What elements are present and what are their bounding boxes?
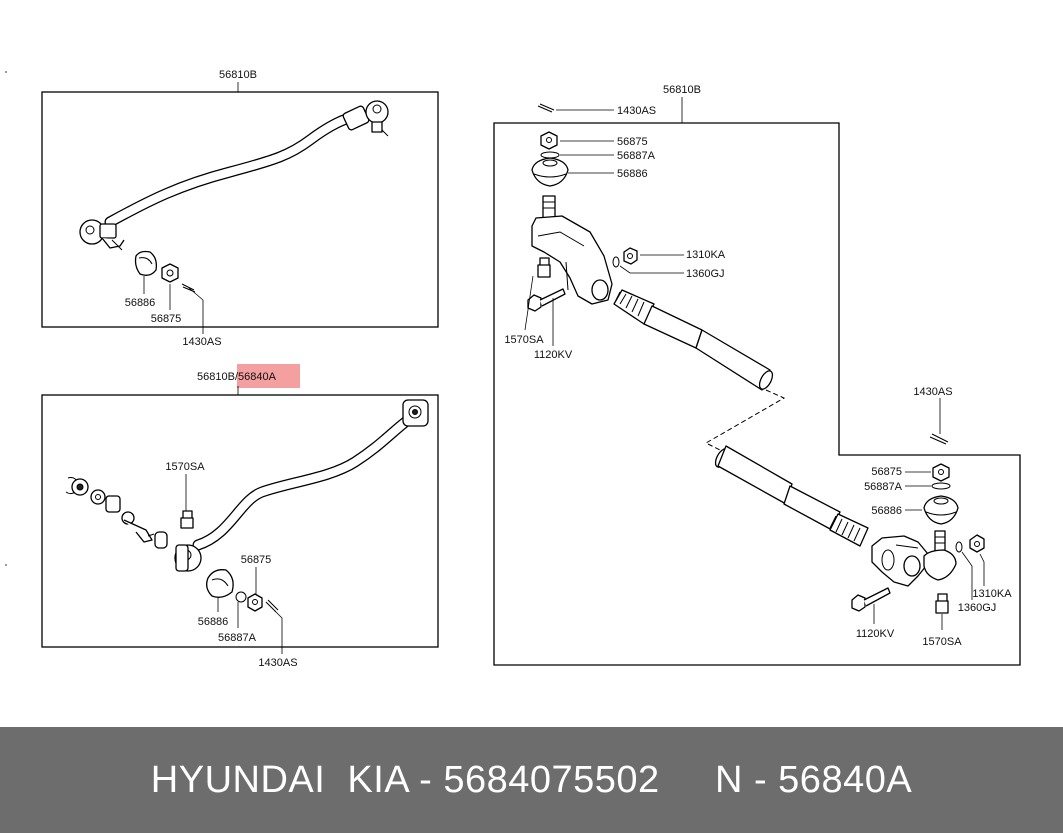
part-label-1430as-top: 1430AS (617, 105, 656, 117)
assembly-path (704, 389, 786, 453)
retaining-ring (931, 482, 951, 490)
part-label-1570sa-top: 1570SA (504, 334, 544, 346)
dust-boot (206, 569, 234, 598)
part-label-1120kv-top: 1120KV (534, 349, 573, 361)
castle-nut (932, 463, 950, 482)
socket-end-left (79, 219, 125, 251)
part-label-56886-bottom: 56886 (871, 505, 902, 517)
part-label-56887a-bottom: 56887A (864, 481, 903, 493)
bolt (851, 587, 891, 612)
part-label-56886: 56886 (125, 297, 156, 309)
panel-title: 56810B (663, 84, 701, 96)
drag-link-rod (192, 414, 414, 551)
part-label-1430as-bottom: 1430AS (913, 386, 952, 398)
leader-line (619, 265, 684, 274)
panel-frame (41, 91, 439, 328)
part-label-1360gj-bottom: 1360GJ (958, 602, 997, 614)
lock-washer (612, 256, 620, 268)
part-label-56875: 56875 (241, 554, 272, 566)
panel-title-highlight: /56840A (235, 371, 277, 383)
ball-stud (923, 530, 957, 581)
leader-line (188, 287, 204, 334)
grease-nipple (537, 257, 551, 278)
retaining-ring (540, 151, 560, 159)
part-label-1360gj-top: 1360GJ (686, 268, 725, 280)
grease-nipple (180, 510, 194, 529)
cotter-pin (537, 103, 555, 113)
part-label-1310ka-top: 1310KA (686, 249, 726, 261)
socket-end-left (174, 544, 202, 572)
retaining-ring (235, 591, 247, 603)
part-label-1430as: 1430AS (258, 657, 297, 669)
part-number-banner: HYUNDAI KIA - 5684075502 N - 56840A (0, 727, 1063, 833)
dust-boot (531, 157, 569, 187)
part-label-56875-bottom: 56875 (871, 466, 902, 478)
part-label-1120kv-bottom: 1120KV (856, 628, 895, 640)
cotter-pin (265, 599, 279, 613)
knuckle-arm (531, 195, 613, 305)
cotter-pin (929, 433, 949, 445)
castle-nut (540, 131, 558, 150)
parts-diagram: 56810B (5, 69, 1021, 669)
dust-boot (923, 495, 959, 525)
panel-top-left: 56810B (41, 69, 439, 348)
part-label-56886-top: 56886 (617, 168, 648, 180)
banner-text: HYUNDAI KIA - 5684075502 N - 56840A (150, 758, 913, 801)
part-label-1430as: 1430AS (182, 336, 221, 348)
leader-line (275, 611, 283, 654)
socket-end-right (342, 100, 389, 137)
leader-line (979, 553, 985, 586)
hex-nut (969, 534, 985, 553)
knuckle-arm (871, 535, 929, 587)
tie-rod-lower (714, 445, 869, 547)
panel-title-main: 56810B (197, 371, 235, 383)
panel-title: 56810B/56840A (197, 371, 277, 383)
part-label-1570sa: 1570SA (165, 461, 205, 473)
panel-bottom-left: 56810B/56840A (41, 364, 439, 669)
part-label-1310ka-bottom: 1310KA (972, 588, 1012, 600)
highlight-box (237, 364, 300, 388)
grease-nipple (935, 593, 949, 614)
part-label-1570sa-bottom: 1570SA (922, 636, 962, 648)
castle-nut (247, 593, 263, 612)
bolt (527, 288, 566, 312)
cotter-pin (181, 283, 196, 293)
part-label-56886: 56886 (198, 616, 229, 628)
dust-boot (134, 250, 158, 276)
panel-right: 56810B 1430AS 56875 56887A 56886 (493, 84, 1021, 666)
panel-frame (493, 122, 1021, 666)
lock-washer (955, 541, 963, 553)
socket-end-right (402, 399, 429, 427)
part-label-56875-top: 56875 (617, 136, 648, 148)
panel-title: 56810B (219, 69, 257, 81)
leader-line (961, 551, 973, 600)
panel-frame (41, 394, 439, 648)
exploded-seat-parts (65, 477, 168, 549)
castle-nut (161, 263, 179, 283)
part-label-56875: 56875 (151, 313, 182, 325)
tie-rod-upper (613, 289, 774, 391)
part-label-56887a-top: 56887A (617, 150, 656, 162)
leader-line (524, 275, 534, 331)
hex-nut (623, 247, 638, 265)
drag-link-rod (104, 109, 366, 228)
part-label-56887a: 56887A (218, 632, 257, 644)
